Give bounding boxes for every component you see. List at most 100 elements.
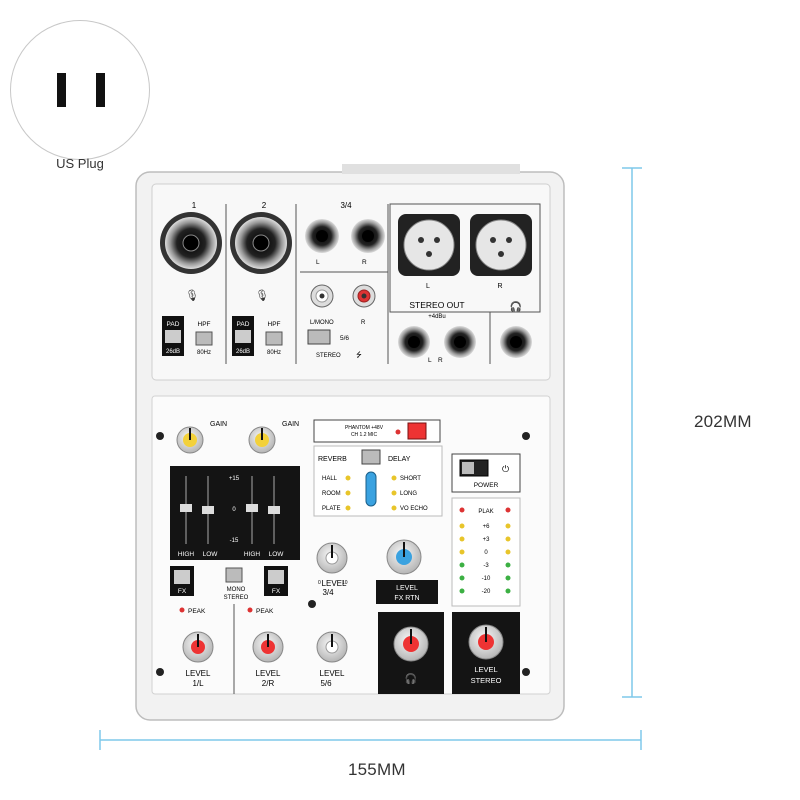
plug-prong-left	[57, 73, 66, 107]
hpf-hz-label: 80Hz	[267, 350, 281, 356]
trs-out-right[interactable]	[444, 326, 476, 358]
headphone-jack[interactable]	[500, 326, 532, 358]
level-knob-1l[interactable]	[182, 631, 214, 663]
meter-scale-label: -3	[483, 563, 489, 569]
meter-led-right	[505, 575, 511, 581]
phantom-power-button[interactable]	[407, 422, 427, 440]
eq-low-slider-1[interactable]	[202, 506, 214, 514]
mono-stereo-button[interactable]	[225, 567, 243, 583]
level-knob-56[interactable]	[316, 631, 348, 663]
width-label: 155MM	[348, 760, 406, 779]
fx-label: FX	[178, 588, 187, 595]
peak-led-1	[179, 607, 185, 613]
hpf-hz-label: 80Hz	[197, 350, 211, 356]
level-knob-2r[interactable]	[252, 631, 284, 663]
level-knob-34[interactable]	[316, 542, 348, 574]
phones-level-knob[interactable]	[393, 626, 429, 662]
pad-button-2[interactable]	[232, 316, 254, 356]
trs-r-label: R	[438, 357, 443, 364]
pad-label: PAD	[237, 321, 250, 328]
ch56-top-label: 5/6	[340, 335, 349, 342]
master-level-label: LEVEL	[474, 665, 497, 674]
hpf-button-2[interactable]	[265, 331, 283, 346]
plug-prong-right	[96, 73, 105, 107]
peak-label-1: PEAK	[188, 608, 206, 615]
stereo-mode-label: STEREO	[224, 595, 249, 601]
meter-peak-label: PLAK	[478, 509, 493, 515]
meter-led-right	[505, 588, 511, 594]
peak-label-2: PEAK	[256, 608, 274, 615]
line-jack-3[interactable]	[305, 219, 339, 253]
input-combo-jack-2[interactable]	[230, 212, 292, 274]
mono-label: MONO	[227, 587, 246, 593]
room-label: ROOM	[322, 491, 341, 497]
level-ch-2r: 2/R	[262, 679, 275, 688]
hpf-label: HPF	[198, 321, 211, 328]
eq-low-slider-2[interactable]	[268, 506, 280, 514]
xlr-out-right[interactable]	[470, 214, 532, 276]
long-label: LONG	[400, 491, 417, 497]
usb-stereo-switch[interactable]	[307, 329, 331, 345]
pad-db-label: 26dB	[236, 349, 250, 355]
l-mono-label: L/MONO	[310, 320, 334, 326]
fx-type-selector[interactable]	[365, 471, 377, 507]
rca-jack-left[interactable]	[310, 284, 334, 308]
gain-label-2: GAIN	[282, 421, 299, 428]
xlr-out-left[interactable]	[398, 214, 460, 276]
xlr-r-label: R	[497, 283, 502, 290]
mic-icon: 🎙	[255, 289, 269, 302]
level-label-1: LEVEL	[186, 669, 211, 678]
stereo-out-level-label: +4dBu	[428, 314, 446, 320]
plug-caption: US Plug	[56, 156, 104, 171]
meter-led-right	[505, 536, 511, 542]
screws	[156, 432, 530, 676]
rca-jack-right[interactable]	[352, 284, 376, 308]
meter-led-left	[459, 549, 465, 555]
fx-rtn-label: FX RTN	[394, 595, 419, 602]
mic-icon: 🎙	[185, 289, 199, 302]
meter-led-left	[459, 575, 465, 581]
trs-out-left[interactable]	[398, 326, 430, 358]
channel-2-label: 2	[262, 201, 267, 210]
meter-led-left	[459, 536, 465, 542]
eq-high-slider-2[interactable]	[246, 504, 258, 512]
meter-led-left	[459, 562, 465, 568]
pad-button-1[interactable]	[162, 316, 184, 356]
jack-r-label: R	[362, 259, 367, 266]
level-ch-56: 5/6	[320, 679, 332, 688]
fx-button-1[interactable]	[170, 566, 194, 596]
fx-button-2[interactable]	[264, 566, 288, 596]
meter-scale-label: +3	[483, 537, 491, 543]
jack-l-label: L	[316, 259, 320, 266]
stereo-master-knob[interactable]	[468, 624, 504, 660]
reverb-delay-switch[interactable]	[361, 449, 381, 465]
hpf-button-1[interactable]	[195, 331, 213, 346]
eq-top-label: +15	[229, 476, 240, 482]
line-jack-4[interactable]	[351, 219, 385, 253]
gain-knob-2[interactable]	[248, 426, 276, 454]
headphone-icon: 🎧	[510, 300, 522, 313]
knob-min-34: 0	[318, 580, 321, 586]
level-ch-1l: 1/L	[192, 679, 204, 688]
meter-scale-label: -20	[482, 589, 491, 595]
eq-high-slider-1[interactable]	[180, 504, 192, 512]
hall-label: HALL	[322, 476, 338, 482]
meter-scale-label: +6	[483, 524, 491, 530]
rca-r-label: R	[361, 320, 366, 326]
eq-mid-label: 0	[232, 507, 236, 513]
meter-led-right	[505, 562, 511, 568]
input-combo-jack-1[interactable]	[160, 212, 222, 274]
xlr-l-label: L	[426, 283, 430, 290]
eq-high-label: HIGH	[178, 551, 195, 558]
level-label-2: LEVEL	[256, 669, 281, 678]
meter-led-left	[459, 523, 465, 529]
gain-knob-1[interactable]	[176, 426, 204, 454]
stereo-out-label: STEREO OUT	[409, 300, 464, 310]
meter-scale-label: -10	[482, 576, 491, 582]
level-label-56: LEVEL	[320, 669, 345, 678]
phantom-label: PHANTOM +48V	[345, 425, 384, 431]
channel-34-label: 3/4	[340, 201, 352, 210]
eq-low-label: LOW	[203, 551, 219, 558]
mixer-drawing: 1 2 🎙 🎙 PAD 26dB HPF 80Hz PAD 26dB HPF 8…	[135, 164, 565, 721]
fx-return-knob[interactable]	[386, 539, 422, 575]
